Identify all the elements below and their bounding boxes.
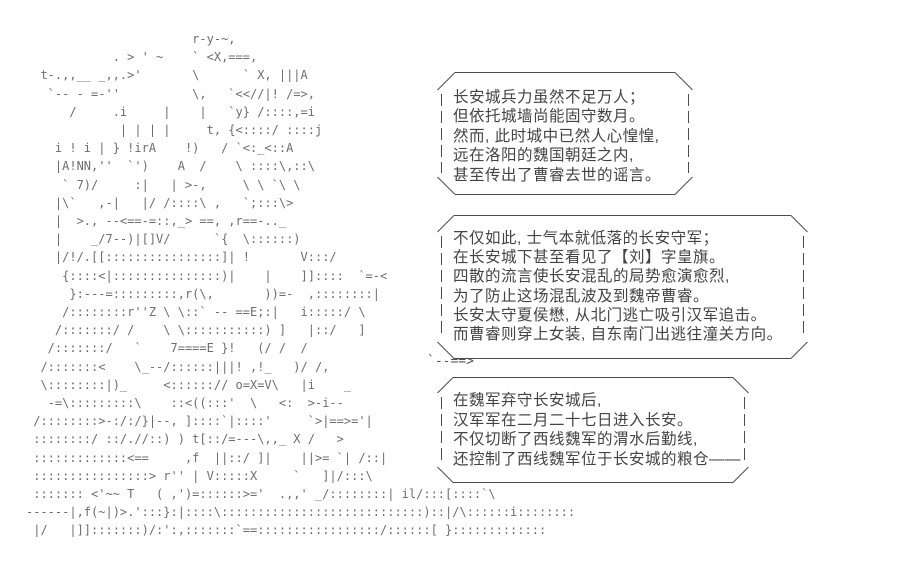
bubble-text-line: 长安城兵力虽然不足万人；: [453, 89, 646, 106]
bubble-text-line: 为了防止这场混乱波及到魏帝曹睿。: [453, 287, 710, 305]
speech-bubble-3: 在魏军弃守长安城后, 汉军军在二月二十七日进入长安。 不仅切断了西线魏军的渭水后…: [437, 377, 749, 483]
bubble-text-line: 不仅如此, 士气本就低落的长安守军；: [453, 230, 719, 247]
bubble-text-line: 远在洛阳的魏国朝廷之内,: [453, 147, 634, 165]
bubble-text-line: 在魏军弃守长安城后,: [453, 392, 602, 409]
bubble-text-line: 在长安城下甚至看见了【刘】字皇旗。: [453, 249, 726, 267]
bubble-text-line: 但依托城墙尚能固守数月。: [453, 108, 646, 126]
bubble-3-text: 在魏军弃守长安城后, 汉军军在二月二十七日进入长安。 不仅切断了西线魏军的渭水后…: [453, 391, 741, 469]
bubble-text-line: 汉军军在二月二十七日进入长安。: [453, 411, 694, 429]
bubble-border: [437, 377, 749, 483]
bubble-2-text: 不仅如此, 士气本就低落的长安守军； 在长安城下甚至看见了【刘】字皇旗。 四散的…: [453, 229, 783, 344]
bubble-text-line: 甚至传出了曹睿去世的谣言。: [453, 166, 662, 184]
bubble-text-line: 然而, 此时城中已然人心惶惶,: [453, 127, 660, 145]
bubble-text-line: 还控制了西线魏军位于长安城的粮仓——: [453, 450, 742, 468]
bubble-text-line: 长安太守夏侯懋, 从北门逃亡吸引汉军追击。: [453, 306, 767, 324]
speech-bubble-1: 长安城兵力虽然不足万人； 但依托城墙尚能固守数月。 然而, 此时城中已然人心惶惶…: [437, 72, 693, 195]
bubble-border: [437, 215, 808, 359]
speech-bubble-2: 不仅如此, 士气本就低落的长安守军； 在长安城下甚至看见了【刘】字皇旗。 四散的…: [437, 215, 808, 359]
bubble-border: [437, 72, 693, 195]
bubble-text-line: 而曹睿则穿上女装, 自东南门出逃往潼关方向。: [453, 326, 783, 344]
bubble-tail: `--==>: [427, 354, 474, 369]
bubble-text-line: 四散的流言使长安混乱的局势愈演愈烈,: [453, 268, 730, 286]
bubble-1-text: 长安城兵力虽然不足万人； 但依托城墙尚能固守数月。 然而, 此时城中已然人心惶惶…: [453, 88, 661, 185]
bubble-text-line: 不仅切断了西线魏军的渭水后勤线,: [453, 431, 698, 449]
ascii-art-character: r-y-~, . > ' ~ ` <X,===, t-.,,__ _,,.>' …: [26, 32, 576, 538]
